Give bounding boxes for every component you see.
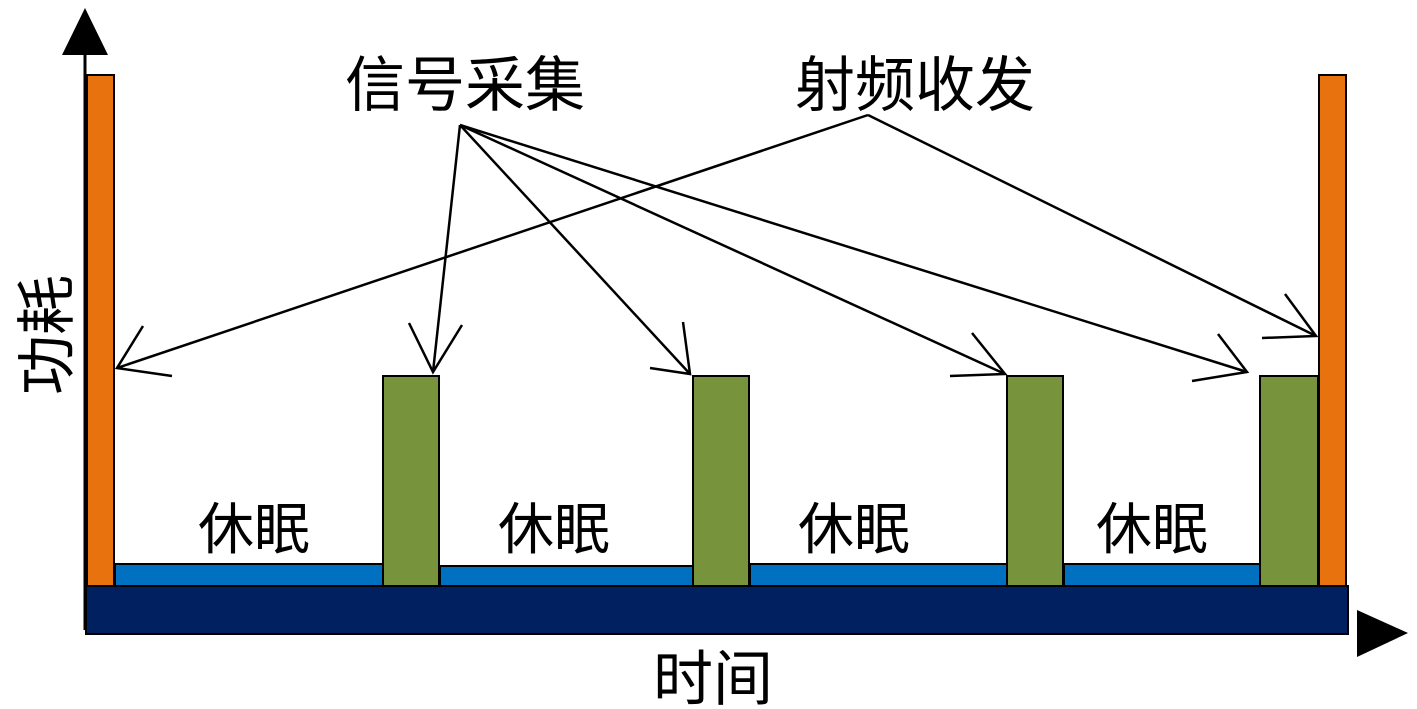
y-axis-label: 功耗 — [13, 275, 83, 395]
signal-acquisition-label: 信号采集 — [345, 51, 585, 121]
rf-bar-left — [86, 74, 115, 587]
sleep-bar-3 — [749, 563, 1008, 587]
rf-arrows — [114, 113, 1319, 378]
rf-transceive-label: 射频收发 — [795, 51, 1035, 121]
sleep-label-4: 休眠 — [1096, 498, 1208, 563]
x-axis-arrow-icon — [1357, 610, 1408, 657]
signal-bar-2 — [692, 375, 750, 587]
rf-bar-right — [1318, 74, 1347, 587]
sleep-bar-1 — [114, 563, 384, 587]
signal-bar-4 — [1259, 375, 1319, 587]
sleep-bar-4 — [1063, 563, 1261, 587]
x-axis-label: 时间 — [653, 645, 773, 709]
sleep-label-2: 休眠 — [498, 498, 610, 563]
sleep-label-3: 休眠 — [798, 498, 910, 563]
signal-bar-3 — [1006, 375, 1064, 587]
sleep-bar-2 — [439, 565, 694, 587]
sleep-label-1: 休眠 — [198, 498, 310, 563]
y-axis-arrow-icon — [62, 8, 108, 55]
signal-bar-1 — [382, 375, 440, 587]
base-bar — [85, 585, 1349, 635]
signal-arrows — [407, 123, 1250, 383]
